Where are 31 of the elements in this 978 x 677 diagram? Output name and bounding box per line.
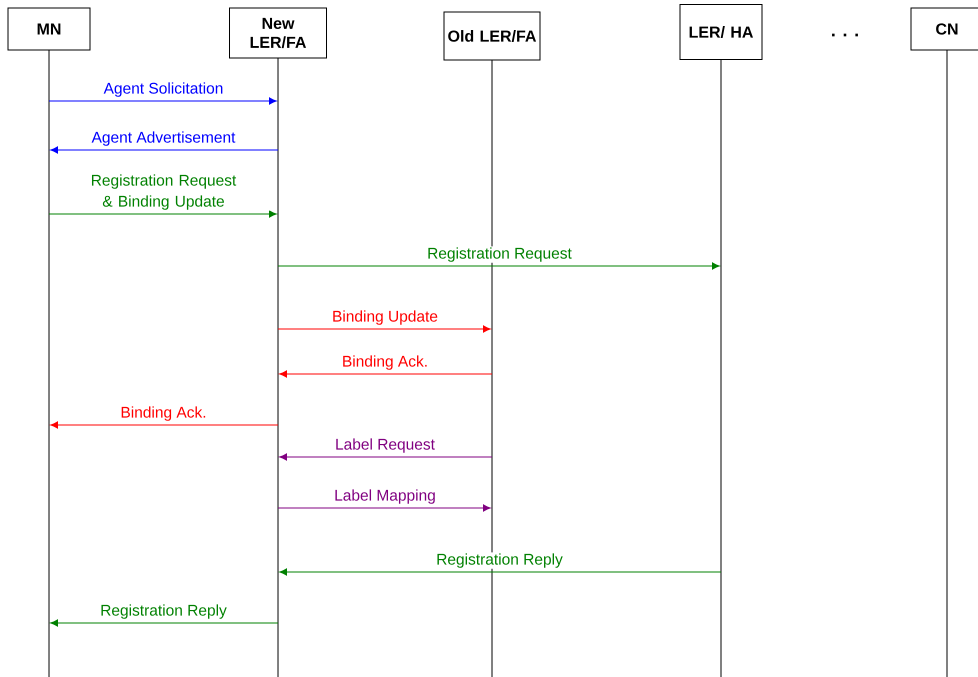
- message-arrow: [48, 210, 277, 218]
- participant-box: New LER/FA: [229, 8, 327, 58]
- participant-box: CN: [910, 8, 978, 50]
- message-arrow: [278, 325, 491, 333]
- message-arrow: [50, 146, 278, 154]
- edge-label: Registration Reply: [437, 553, 563, 568]
- edge-label: Label Mapping: [335, 489, 435, 504]
- message-arrow: [278, 504, 491, 512]
- edge-label: Label Request: [336, 438, 435, 453]
- participant-box: LER/ HA: [680, 4, 762, 60]
- lifeline: [946, 50, 948, 677]
- edge-label: Agent Advertisement: [92, 131, 236, 146]
- edge-label: Binding Ack.: [122, 406, 206, 421]
- lifeline: [720, 60, 722, 677]
- edge-label: Registration Reply: [101, 604, 227, 619]
- message-arrow: [278, 262, 720, 270]
- participant-box: MN: [8, 8, 90, 50]
- message-arrow: [279, 453, 492, 461]
- lifeline: [48, 50, 50, 677]
- edge-label: Registration Request & Binding Update: [92, 174, 236, 210]
- message-arrow: [50, 619, 278, 627]
- ellipsis: . . .: [832, 34, 858, 36]
- participant-box: Old LER/FA: [444, 12, 540, 60]
- edge-label: Binding Ack.: [343, 355, 427, 370]
- message-arrow: [279, 568, 722, 576]
- edge-label: Binding Update: [333, 310, 438, 325]
- message-arrow: [48, 97, 277, 105]
- edge-label: Agent Solicitation: [104, 82, 222, 97]
- message-arrow: [50, 421, 278, 429]
- message-arrow: [279, 370, 492, 378]
- edge-label: Registration Request: [428, 247, 572, 262]
